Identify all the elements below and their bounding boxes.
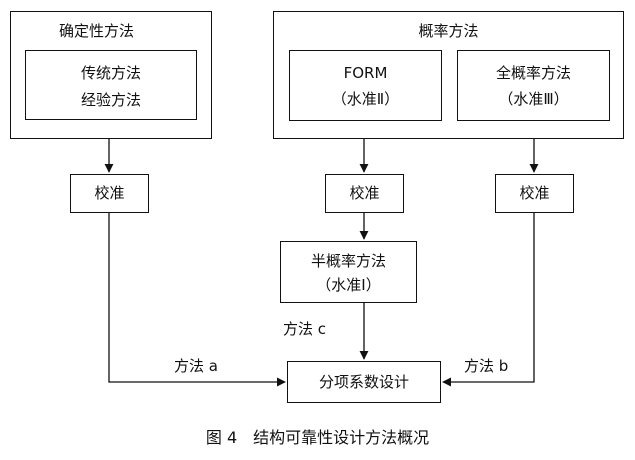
partial-factor-design-box xyxy=(287,361,441,403)
method-c-label: 方法 c xyxy=(283,320,327,338)
traditional-empirical-box xyxy=(25,50,197,120)
traditional-method-label: 传统方法 xyxy=(80,64,141,82)
form-level-label: （水准Ⅱ） xyxy=(331,90,400,108)
calibration-label-mid: 校准 xyxy=(349,184,380,202)
calibration-label-left: 校准 xyxy=(94,184,125,202)
calibration-box-right xyxy=(495,174,574,213)
partial-factor-design-label: 分项系数设计 xyxy=(318,373,409,391)
form-box xyxy=(289,50,442,121)
full-probability-label: 全概率方法 xyxy=(495,64,571,82)
arrow-method-a xyxy=(108,213,286,387)
semi-probabilistic-level-label: （水准Ⅰ） xyxy=(316,276,381,294)
deterministic-methods-title: 确定性方法 xyxy=(59,22,135,40)
calibration-label-right: 校准 xyxy=(519,184,550,202)
calibration-box-mid xyxy=(325,174,404,213)
method-b-label: 方法 b xyxy=(464,357,509,375)
semi-probabilistic-label: 半概率方法 xyxy=(310,252,386,270)
calibration-box-left xyxy=(70,174,149,213)
arrow-method-b xyxy=(442,213,535,387)
method-a-label: 方法 a xyxy=(174,357,218,375)
full-probability-level-label: （水准Ⅲ） xyxy=(498,90,569,108)
empirical-method-label: 经验方法 xyxy=(80,91,141,109)
probabilistic-methods-title: 概率方法 xyxy=(418,22,479,40)
form-label: FORM xyxy=(343,64,388,82)
semi-probabilistic-box xyxy=(280,241,417,303)
full-probability-box xyxy=(457,50,610,121)
figure-caption: 图 4 结构可靠性设计方法概况 xyxy=(205,428,430,447)
